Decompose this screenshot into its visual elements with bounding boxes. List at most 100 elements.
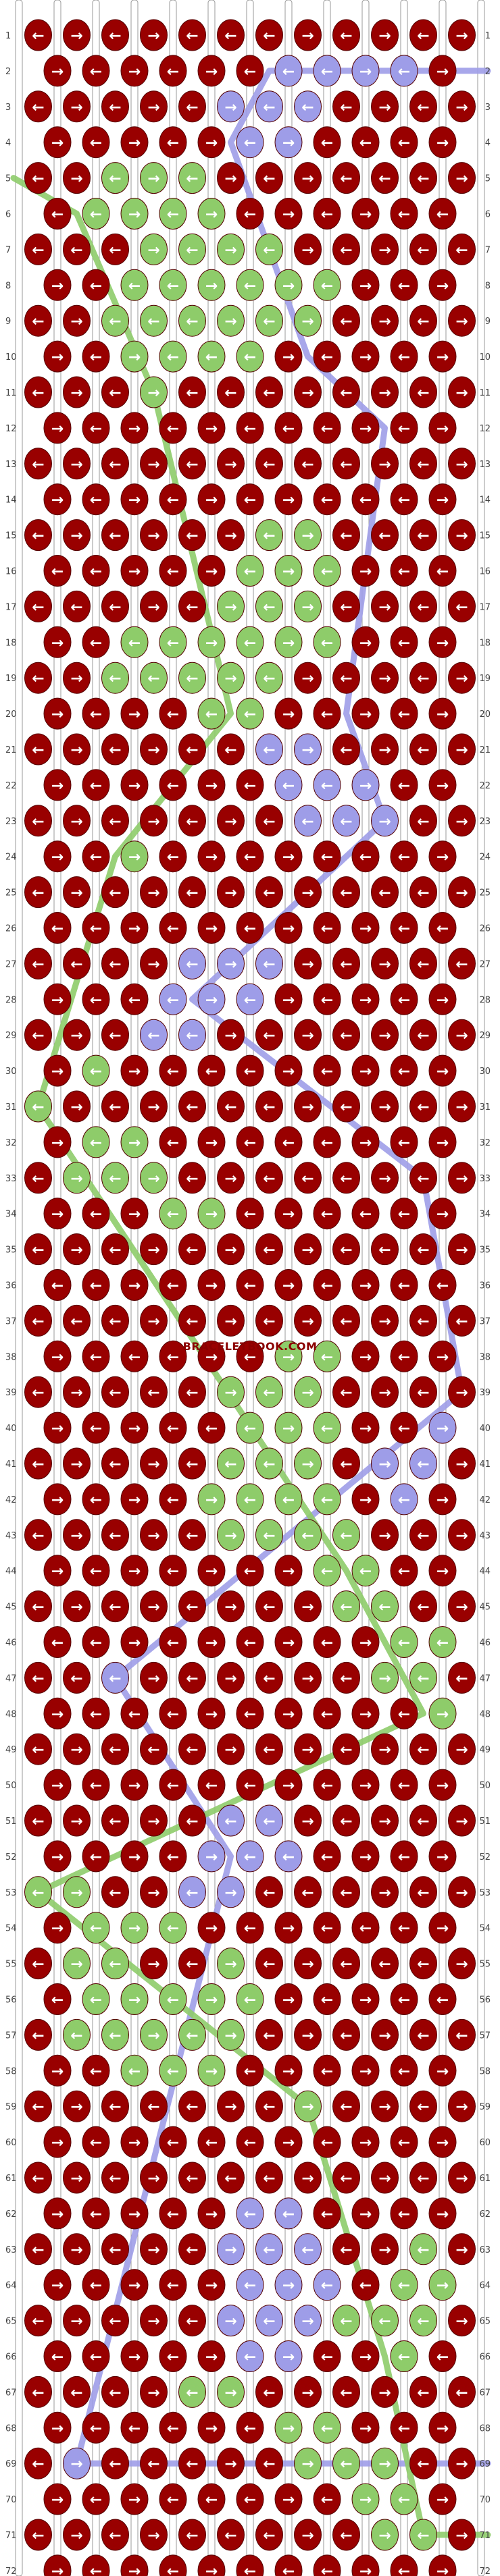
knot: → [120, 1412, 149, 1444]
knot: → [140, 876, 168, 909]
arrow-right-icon: → [224, 528, 236, 545]
knot: → [371, 1733, 399, 1765]
arrow-left-icon: ← [32, 1670, 44, 1687]
knot: ← [24, 1447, 52, 1480]
knot: ← [390, 626, 418, 658]
row-number-left: 66 [5, 2353, 17, 2363]
row-number-right: 56 [479, 1995, 491, 2006]
arrow-left-icon: ← [263, 2170, 275, 2187]
arrow-right-icon: → [205, 207, 218, 223]
knot: ← [236, 1697, 264, 1729]
knot: ← [24, 1019, 52, 1051]
knot: → [274, 1626, 303, 1658]
arrow-left-icon: ← [109, 1742, 121, 1759]
knot: → [351, 555, 380, 587]
arrow-right-icon: → [128, 564, 141, 581]
knot: ← [178, 448, 206, 480]
arrow-left-icon: ← [244, 1777, 256, 1794]
arrow-right-icon: → [455, 2170, 468, 2187]
knot: ← [255, 1233, 283, 1266]
arrow-left-icon: ← [244, 1849, 256, 1866]
knot: → [197, 1912, 226, 1944]
knot: → [274, 1269, 303, 1301]
knot: ← [390, 2483, 418, 2515]
row-number-left: 13 [5, 460, 17, 470]
knot: → [120, 769, 149, 801]
knot: → [63, 1519, 91, 1551]
row-number-left: 54 [5, 1924, 17, 1934]
knot: ← [294, 2233, 322, 2265]
arrow-right-icon: → [301, 1456, 314, 1473]
knot: ← [120, 2054, 149, 2087]
arrow-right-icon: → [147, 1885, 159, 1902]
knot: ← [390, 2269, 418, 2301]
knot: ← [101, 2018, 129, 2051]
knot: ← [409, 162, 437, 194]
arrow-left-icon: ← [417, 28, 429, 45]
knot: ← [120, 983, 149, 1015]
knot: → [140, 162, 168, 194]
knot: → [371, 90, 399, 123]
arrow-left-icon: ← [455, 1670, 468, 1687]
knot: → [217, 2018, 245, 2051]
arrow-left-icon: ← [32, 2456, 44, 2473]
knot: ← [24, 1804, 52, 1837]
knot: ← [178, 304, 206, 337]
knot: → [371, 304, 399, 337]
knot: ← [159, 1340, 187, 1372]
knot: ← [390, 1769, 418, 1801]
knot: → [274, 1054, 303, 1087]
knot: ← [313, 1198, 341, 1230]
knot: → [294, 2018, 322, 2051]
arrow-left-icon: ← [32, 1313, 44, 1330]
knot: → [140, 376, 168, 408]
arrow-left-icon: ← [167, 2349, 179, 2366]
knot: ← [236, 840, 264, 873]
knot: ← [390, 55, 418, 87]
arrow-left-icon: ← [340, 670, 352, 687]
knot: ← [159, 1126, 187, 1158]
arrow-right-icon: → [128, 1206, 141, 1223]
arrow-left-icon: ← [167, 564, 179, 581]
arrow-left-icon: ← [417, 956, 429, 973]
knot: ← [409, 805, 437, 837]
arrow-left-icon: ← [109, 28, 121, 45]
arrow-left-icon: ← [147, 1742, 159, 1759]
knot: → [351, 1126, 380, 1158]
knot: ← [409, 376, 437, 408]
arrow-left-icon: ← [32, 1027, 44, 1044]
knot: → [428, 1840, 457, 1873]
arrow-left-icon: ← [109, 2384, 121, 2401]
arrow-right-icon: → [128, 1563, 141, 1580]
knot: → [140, 1590, 168, 1623]
knot: → [217, 2376, 245, 2408]
knot: → [140, 1090, 168, 1123]
arrow-right-icon: → [455, 813, 468, 830]
knot: ← [409, 733, 437, 766]
knot: → [43, 55, 72, 87]
arrow-left-icon: ← [244, 2135, 256, 2151]
arrow-left-icon: ← [224, 1456, 236, 1473]
knot: ← [351, 1198, 380, 1230]
arrow-left-icon: ← [263, 2242, 275, 2259]
arrow-left-icon: ← [90, 277, 102, 294]
knot: ← [390, 1483, 418, 1515]
knot: ← [236, 340, 264, 373]
knot: ← [82, 1983, 110, 2015]
arrow-right-icon: → [455, 1742, 468, 1759]
arrow-left-icon: ← [32, 99, 44, 116]
knot: → [448, 1948, 476, 1980]
arrow-left-icon: ← [32, 1242, 44, 1259]
arrow-right-icon: → [70, 1813, 82, 1830]
knot: ← [82, 1555, 110, 1587]
knot: → [428, 55, 457, 87]
arrow-right-icon: → [282, 992, 295, 1009]
arrow-right-icon: → [70, 885, 82, 902]
arrow-right-icon: → [436, 849, 449, 866]
arrow-left-icon: ← [378, 528, 391, 545]
arrow-left-icon: ← [282, 1492, 295, 1509]
row-number-right: 24 [479, 853, 491, 863]
arrow-right-icon: → [205, 1206, 218, 1223]
arrow-left-icon: ← [282, 421, 295, 437]
knot: → [294, 1804, 322, 1837]
